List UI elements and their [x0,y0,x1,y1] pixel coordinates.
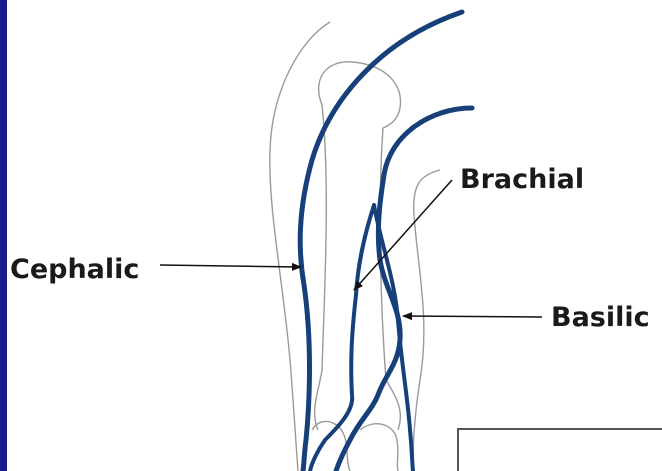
cephalic-label: Cephalic [10,256,139,283]
cephalic-arrow [160,265,301,267]
arm-outline-right [413,170,440,471]
brachial-label: Brachial [460,166,584,193]
brachial-arrow [354,180,452,290]
inset-panel-frame [457,428,662,471]
basilic-arrow [403,316,542,317]
basilic-label: Basilic [551,304,650,331]
